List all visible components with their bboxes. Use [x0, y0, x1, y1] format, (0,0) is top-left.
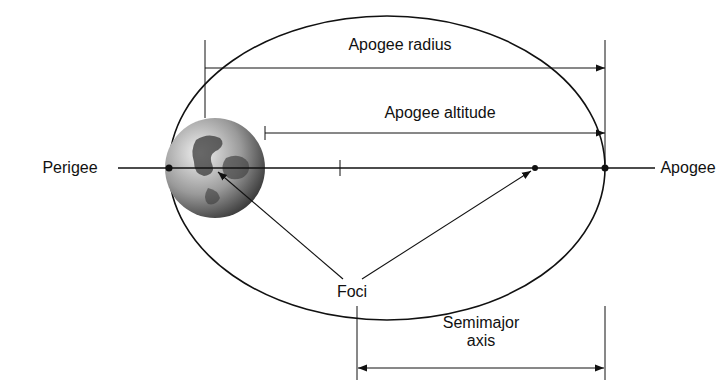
point-label: Perigee — [42, 159, 97, 177]
dimension-label: Apogee altitude — [384, 104, 495, 122]
semimajor-axis-dimension — [357, 306, 605, 380]
apogee-radius-dimension — [205, 40, 605, 164]
foci-leaders — [218, 171, 531, 279]
point-label: Apogee — [660, 159, 715, 177]
apogee-altitude-dimension — [265, 126, 605, 140]
apogee-dot — [602, 165, 609, 172]
major-axis-line — [118, 167, 655, 169]
dimension-label: Semimajor axis — [433, 314, 529, 351]
center-tick — [340, 160, 341, 176]
dimension-label: Apogee radius — [348, 36, 451, 54]
focus-dot — [532, 165, 538, 171]
perigee-dot — [166, 165, 173, 172]
callout-label: Foci — [337, 283, 367, 301]
